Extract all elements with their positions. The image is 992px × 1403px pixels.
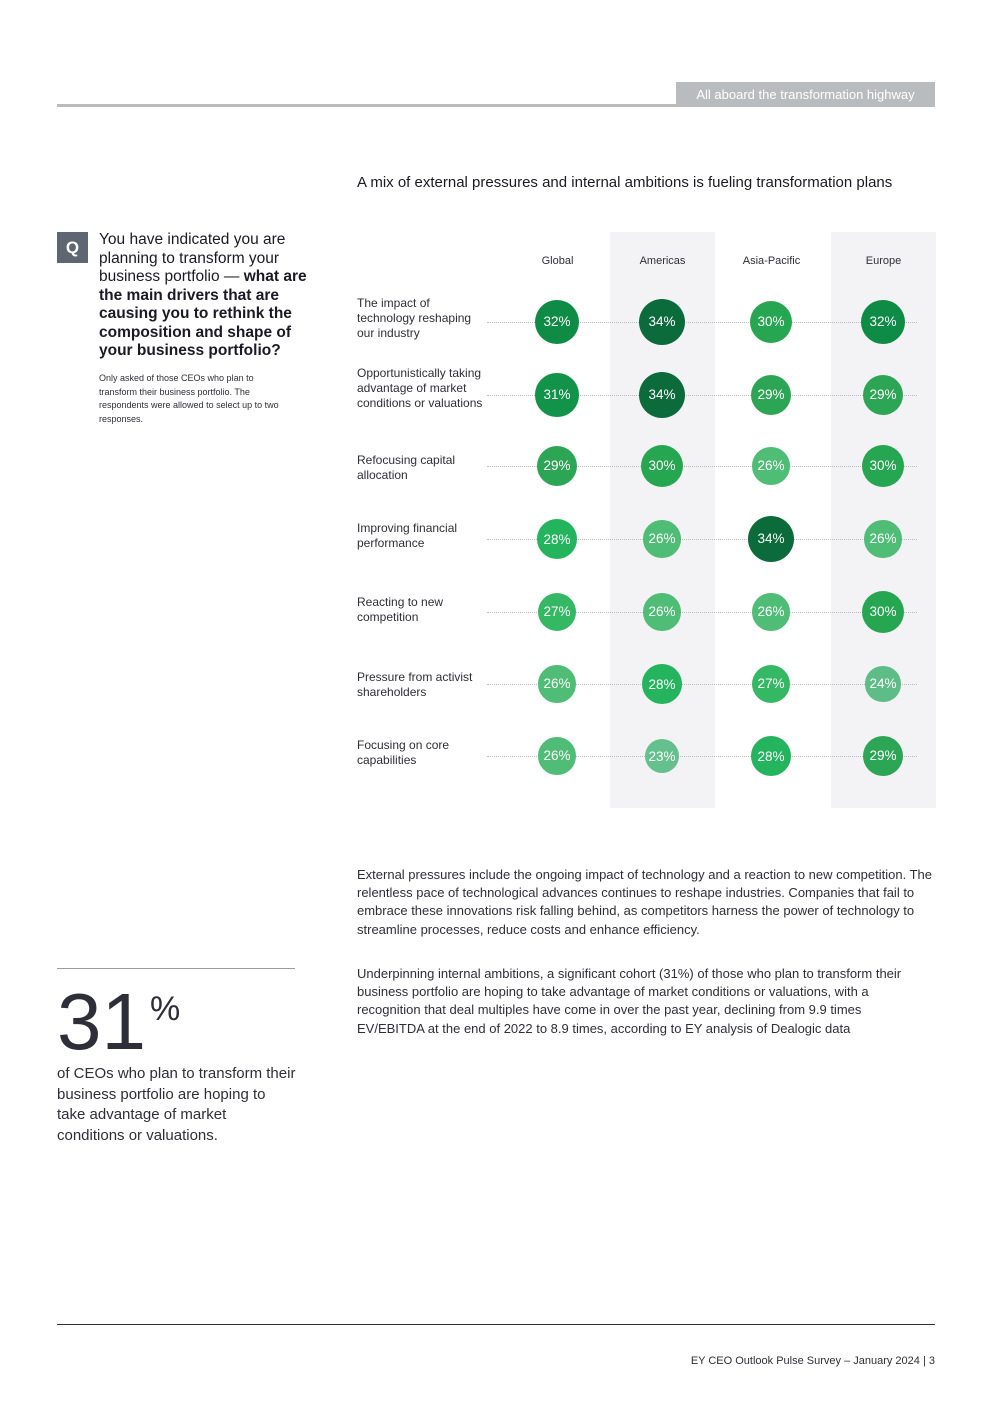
value-bubble-global: 32% [534, 299, 580, 345]
column-header-americas: Americas [639, 255, 686, 267]
value-bubble-americas: 28% [642, 664, 682, 704]
row-guide-line [487, 322, 917, 323]
value-bubble-europe: 24% [865, 666, 901, 702]
stat-caption: of CEOs who plan to transform their busi… [57, 1065, 296, 1145]
row-guide-line [487, 684, 917, 685]
value-bubble-americas: 34% [638, 371, 686, 419]
value-bubble-asia-pacific: 28% [751, 736, 791, 776]
row-guide-line [487, 756, 917, 757]
stat-number: 31 [57, 977, 146, 1066]
row-label: The impact of technology reshaping our i… [357, 296, 472, 340]
value-bubble-americas: 34% [638, 298, 686, 346]
column-header-asia-pacific: Asia-Pacific [742, 255, 801, 267]
chart-title: A mix of external pressures and internal… [357, 174, 893, 191]
value-bubble-asia-pacific: 29% [750, 374, 792, 416]
value-bubble-asia-pacific: 34% [747, 515, 795, 563]
value-bubble-asia-pacific: 27% [751, 664, 791, 704]
row-label: Opportunistically taking advantage of ma… [357, 366, 483, 410]
section-tag: All aboard the transformation highway [676, 82, 935, 107]
stat-unit: % [150, 990, 181, 1028]
row-label: Pressure from activist shareholders [357, 670, 473, 699]
row-guide-line [487, 395, 917, 396]
body-paragraph-1: External pressures include the ongoing i… [357, 867, 932, 937]
question-text-bold: what are the main drivers that are causi… [99, 268, 307, 359]
column-header-europe: Europe [865, 255, 902, 267]
value-bubble-europe: 29% [862, 735, 904, 777]
value-bubble-americas: 23% [645, 739, 679, 773]
value-bubble-global: 31% [535, 373, 579, 417]
question-text: You have indicated you are planning to t… [99, 231, 314, 361]
stat-rule [57, 968, 295, 969]
footer-text: EY CEO Outlook Pulse Survey – January 20… [690, 1355, 935, 1367]
row-guide-line [487, 466, 917, 467]
value-bubble-americas: 30% [640, 444, 684, 488]
value-bubble-global: 28% [537, 519, 577, 559]
value-bubble-asia-pacific: 26% [752, 447, 790, 485]
question-badge: Q [57, 232, 88, 263]
value-bubble-global: 27% [537, 592, 577, 632]
column-header-global: Global [541, 255, 574, 267]
value-bubble-asia-pacific: 30% [749, 300, 793, 344]
value-bubble-europe: 30% [861, 444, 905, 488]
body-paragraph-2: Underpinning internal ambitions, a signi… [357, 966, 902, 1036]
question-text-plain: You have indicated you are planning to t… [99, 231, 286, 285]
row-label: Reacting to new competition [357, 595, 444, 624]
value-bubble-europe: 30% [861, 590, 905, 634]
value-bubble-europe: 32% [860, 299, 906, 345]
value-bubble-europe: 29% [862, 374, 904, 416]
value-bubble-global: 26% [538, 737, 576, 775]
value-bubble-global: 29% [536, 445, 578, 487]
row-label: Focusing on core capabilities [357, 738, 450, 767]
value-bubble-global: 26% [538, 665, 576, 703]
row-label: Refocusing capital allocation [357, 453, 456, 482]
value-bubble-asia-pacific: 26% [752, 593, 790, 631]
value-bubble-europe: 26% [864, 520, 902, 558]
header-rule [57, 104, 935, 107]
row-label: Improving financial performance [357, 521, 458, 550]
row-guide-line [487, 539, 917, 540]
footer-rule [57, 1324, 935, 1325]
value-bubble-americas: 26% [643, 593, 681, 631]
value-bubble-americas: 26% [643, 520, 681, 558]
question-footnote: Only asked of those CEOs who plan to tra… [99, 373, 279, 424]
row-guide-line [487, 612, 917, 613]
